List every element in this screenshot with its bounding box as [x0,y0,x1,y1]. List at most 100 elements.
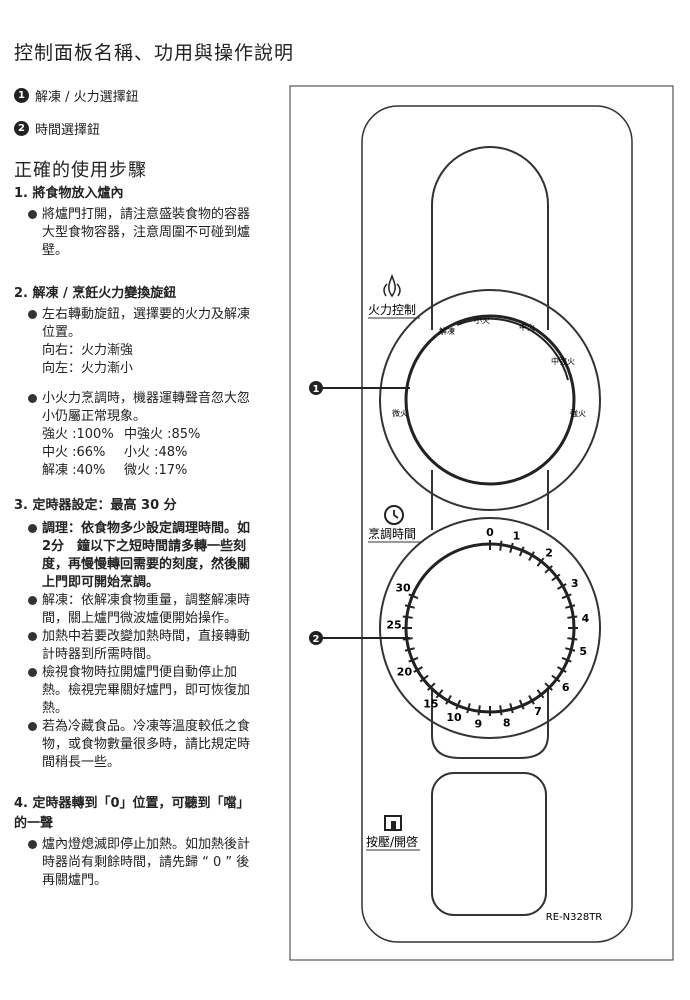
timer-dial-outer-ring [379,517,601,739]
timer-tick [455,699,462,710]
timer-mark-6: 6 [562,681,570,694]
door-open-button[interactable] [431,772,547,916]
timer-tick [544,565,553,574]
timer-mark-0: 0 [486,526,494,539]
timer-tick [402,615,413,619]
timer-tick [565,604,576,609]
bullet-dot [28,394,37,403]
page-title: 控制面板名稱、功用與操作說明 [14,42,295,64]
timer-tick [518,546,525,557]
line: 將爐門打開，請注意盛裝食物的容器 [42,207,251,222]
bullet-dot [28,840,37,849]
section-heading: 正確的使用步驟 [14,160,147,181]
line: 加熱中若要改變加熱時間，直接轉動 [42,629,251,644]
step2-bullet2: 小火力烹調時，機器運轉聲音忽大忽 小仍屬正常現象。 [28,390,273,426]
step3-bullet-cook: 調理：依食物多少設定調理時間。如 2分 鐘以下之短時間請多轉一些刻 度，再慢慢轉… [28,520,273,592]
line: 熱。 [42,701,69,716]
step4-bullet: 爐內燈熄滅即停止加熱。如加熱後計 時器尚有剩餘時間，請先歸 “ 0 ” 後 再關… [28,836,273,890]
line: 檢視食物時拉開爐門便自動停止加 [42,665,238,680]
timer-tick [445,695,452,705]
line: 若為冷藏食品。冷凍等溫度較低之食 [42,719,251,734]
bullet-dot [28,668,37,677]
timer-tick [499,705,503,716]
timer-mark-1: 1 [513,530,521,543]
line: 熱。檢視完畢關好爐門，即可恢復加 [42,683,251,698]
bullet-dot [28,310,37,319]
line: 調理：依食物多少設定調理時間。如 [42,521,251,536]
step2-bullet1: 左右轉動旋鈕，選擇要的火力及解凍 位置。 [28,306,273,342]
cook-time-label: 烹調時間 [368,526,416,541]
line: 計時器到所需時間。 [42,647,160,662]
timer-mark-2: 2 [545,546,553,559]
callout-badge: 1 [14,88,29,103]
timer-tick [408,656,419,663]
timer-tick [551,674,561,683]
line: 再關爐門。 [42,873,108,888]
turn-left-text: 向左：火力漸小 [42,361,134,376]
timer-tick [565,647,576,652]
timer-tick [435,689,444,699]
line: 2分 鐘以下之短時間請多轉一些刻 [42,539,247,554]
line: 壁。 [42,243,69,258]
timer-mark-8: 8 [503,717,511,730]
line: 左右轉動旋鈕，選擇要的火力及解凍 [42,307,251,322]
legend-label: 解凍 / 火力選擇鈕 [35,90,139,105]
legend-item-timer: 2 時間選擇鈕 [14,119,100,138]
timer-tick [567,637,578,641]
step3-bullet-frozen: 若為冷藏食品。冷凍等溫度較低之食 物，或食物數量很多時，請比規定時 間稍長一些。 [28,718,273,772]
timer-tick [557,583,567,590]
legend-item-power: 1 解凍 / 火力選擇鈕 [14,86,139,105]
line: 大型食物容器，注意周圍不可碰到爐 [42,225,251,240]
line: 小火力烹調時，機器運轉聲音忽大忽 [42,391,251,406]
callout-badge: 2 [14,121,29,136]
timer-mark-4: 4 [582,612,590,625]
power-dial-knob[interactable] [404,314,576,486]
power-level: 小火 :48% [124,445,188,460]
timer-tick [404,647,415,652]
timer-mark-10: 10 [446,711,462,724]
timer-tick [557,666,567,673]
callout-marker-1 [309,381,323,395]
power-mark-medium: 中火 [519,322,535,332]
model-number: RE-N328TR [546,912,603,923]
timer-mark-9: 9 [474,717,482,730]
line: 位置。 [42,325,82,340]
timer-mark-30: 30 [395,581,411,594]
power-mark-defrost: 解凍 [439,326,455,336]
power-level: 強火 :100% [42,427,114,442]
step1-heading: 1. 將食物放入爐內 [14,186,124,201]
power-mark-high: 強火 [570,408,586,418]
timer-tick-marks [402,540,578,716]
callout-number-1: 1 [313,384,320,395]
power-level-row: 強火 :100% 中強火 :85% [42,426,200,444]
timer-tick [518,699,525,710]
panel-outline-top [431,146,549,330]
timer-mark-7: 7 [534,705,542,718]
timer-tick [567,615,578,619]
timer-tick [528,551,535,561]
power-level: 中強火 :85% [124,427,201,442]
timer-tick [509,542,514,553]
bullet-dot [28,524,37,533]
power-dial-outer-ring [379,289,601,511]
step4-heading: 4. 定時器轉到「0」位置，可聽到「噹」 的一聲 [14,794,250,834]
power-level-row: 解凍 :40%微火 :17% [42,462,187,480]
power-level: 解凍 :40% [42,463,106,478]
panel-outline-bottom [431,690,549,759]
step3-bullet-check: 檢視食物時拉開爐門便自動停止加 熱。檢視完畢關好爐門，即可恢復加 熱。 [28,664,273,718]
panel-inner-frame [361,105,633,943]
line: 間稍長一些。 [42,755,121,770]
power-level: 中火 :66% [42,445,106,460]
line: 4. 定時器轉到「0」位置，可聽到「噹」 [14,796,250,811]
legend-label: 時間選擇鈕 [35,123,101,138]
callout-number-2: 2 [313,634,320,645]
clock-icon [384,505,404,525]
timer-mark-25: 25 [386,619,401,632]
timer-tick [427,682,436,691]
step3-heading: 3. 定時器設定：最高 30 分 [14,498,177,513]
timer-tick [466,703,471,714]
step3-bullet-change: 加熱中若要改變加熱時間，直接轉動 計時器到所需時間。 [28,628,273,664]
timer-mark-20: 20 [397,666,413,679]
